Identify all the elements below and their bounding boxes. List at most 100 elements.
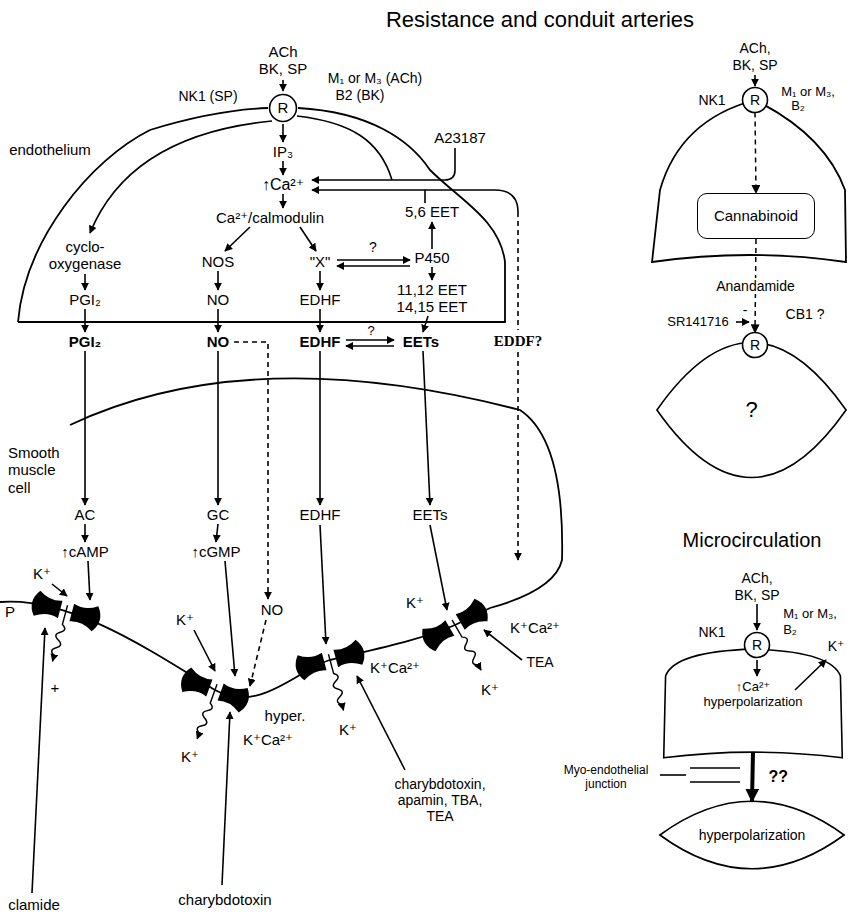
arrow (194, 630, 215, 671)
arrow (312, 148, 455, 180)
text-label: PGI₂ (69, 333, 102, 350)
cell-outline: hyperpolarization (658, 790, 846, 880)
text-label: P450 (414, 249, 449, 266)
dashed-line (517, 212, 519, 330)
text-label: SR141716 (667, 315, 728, 330)
text-label: ACh (268, 43, 297, 60)
receptor-circle: R (269, 94, 297, 122)
arrow (52, 584, 67, 596)
text-label: 14,15 EET (397, 298, 468, 315)
dashed-arrow (234, 342, 268, 599)
cell-membrane (660, 801, 844, 869)
smooth-muscle-membrane (70, 378, 562, 608)
cell-membrane (657, 343, 846, 478)
arrow (320, 525, 326, 644)
node-label: R (752, 637, 762, 653)
connector-label: Anandamide (714, 278, 797, 294)
endothelial-cell-outline (652, 100, 846, 262)
text-label: NK1 (698, 92, 725, 108)
text-label: K⁺Ca²⁺ (370, 659, 420, 676)
text-label: K⁺ (339, 721, 357, 738)
text-label: B₂ (783, 623, 797, 638)
text-label: K⁺ (176, 611, 194, 628)
text-label: M₁ or M₃, (783, 607, 837, 622)
leader-line (660, 774, 686, 776)
channel-subunit (418, 617, 456, 654)
text-label: Myo-endothelial junction (556, 764, 656, 792)
text-label: GC (207, 506, 230, 523)
text-label: K⁺Ca²⁺ (510, 619, 560, 636)
text-label: NO (207, 333, 230, 350)
channel-subunit (454, 596, 492, 633)
arrow (319, 271, 321, 290)
receptor-circle: R (742, 332, 768, 358)
text-label: K⁺ (181, 748, 199, 765)
receptor-circle: R (744, 632, 770, 658)
ion-flow-arrow (194, 683, 220, 740)
text-label: "X" (310, 253, 331, 270)
channel-subunit (332, 638, 367, 671)
arrow (754, 75, 756, 86)
arrow (300, 227, 316, 251)
text-label: EDDF? (494, 333, 542, 350)
text-label: cyclo- oxygenase (45, 238, 125, 273)
text-label: EDHF (300, 333, 341, 350)
text-label: CB1 ? (786, 306, 825, 322)
arrow (346, 345, 394, 347)
dashed-arrow (250, 620, 266, 686)
text-label: K⁺ (33, 565, 51, 582)
receptor-outline (270, 95, 297, 122)
arrow (282, 161, 284, 175)
channel-subunit (68, 600, 103, 633)
arrow (217, 271, 219, 290)
text-label: EDHF (300, 291, 341, 308)
cell-membrane (664, 649, 843, 758)
ion-channel (19, 589, 103, 670)
text-label: B2 (BK) (335, 87, 384, 103)
arrow (312, 190, 425, 203)
text-label: Ca²⁺/calmodulin (216, 209, 324, 226)
connector (755, 112, 756, 193)
channel-subunit (216, 680, 252, 714)
arrow (216, 524, 218, 542)
ion-flow-arrow (449, 618, 484, 672)
text-label: M₁ or M₃ (ACh) (328, 70, 422, 86)
text-label: 11,12 EET (397, 281, 467, 298)
ion-flow-arrow (325, 653, 347, 711)
text-label: ? (367, 324, 374, 339)
arrow (337, 259, 410, 261)
arrow (225, 227, 250, 251)
diagram-title: Resistance and conduit arteries (386, 7, 694, 32)
junction-bars (690, 768, 740, 782)
arrow (756, 660, 758, 676)
ion-channel (418, 596, 511, 687)
text-label: charybdotoxin, apamin, TBA, TEA (385, 776, 495, 824)
text-label: BK, SP (732, 57, 777, 73)
node-label: R (278, 99, 289, 116)
arrow (84, 524, 86, 542)
text-label: P (5, 603, 15, 620)
arrow (217, 309, 219, 332)
arrow (337, 265, 410, 267)
text-label: BK, SP (259, 60, 307, 77)
text-label: PGI₂ (69, 291, 101, 308)
arrow (84, 309, 86, 332)
node-label: ↑Ca²⁺ (736, 680, 770, 695)
text-label: ACh, (739, 40, 770, 56)
text-label: BK, SP (734, 587, 779, 603)
arrow (282, 194, 284, 208)
node-label: R (750, 337, 760, 353)
text-label: ACh, (741, 570, 772, 586)
text-label: M₁ or M₃, (781, 85, 835, 100)
arrow (423, 351, 430, 505)
text-label: charybdotoxin (178, 891, 271, 908)
node-label: ? (745, 397, 757, 422)
text-label: ? (369, 239, 377, 255)
ion-flow-arrow (49, 604, 71, 662)
connector (752, 752, 753, 801)
arrow (795, 660, 826, 690)
text-label: clamide (8, 896, 60, 913)
text-label: EETs (412, 506, 447, 523)
process-box: Cannabinoid (697, 193, 815, 239)
